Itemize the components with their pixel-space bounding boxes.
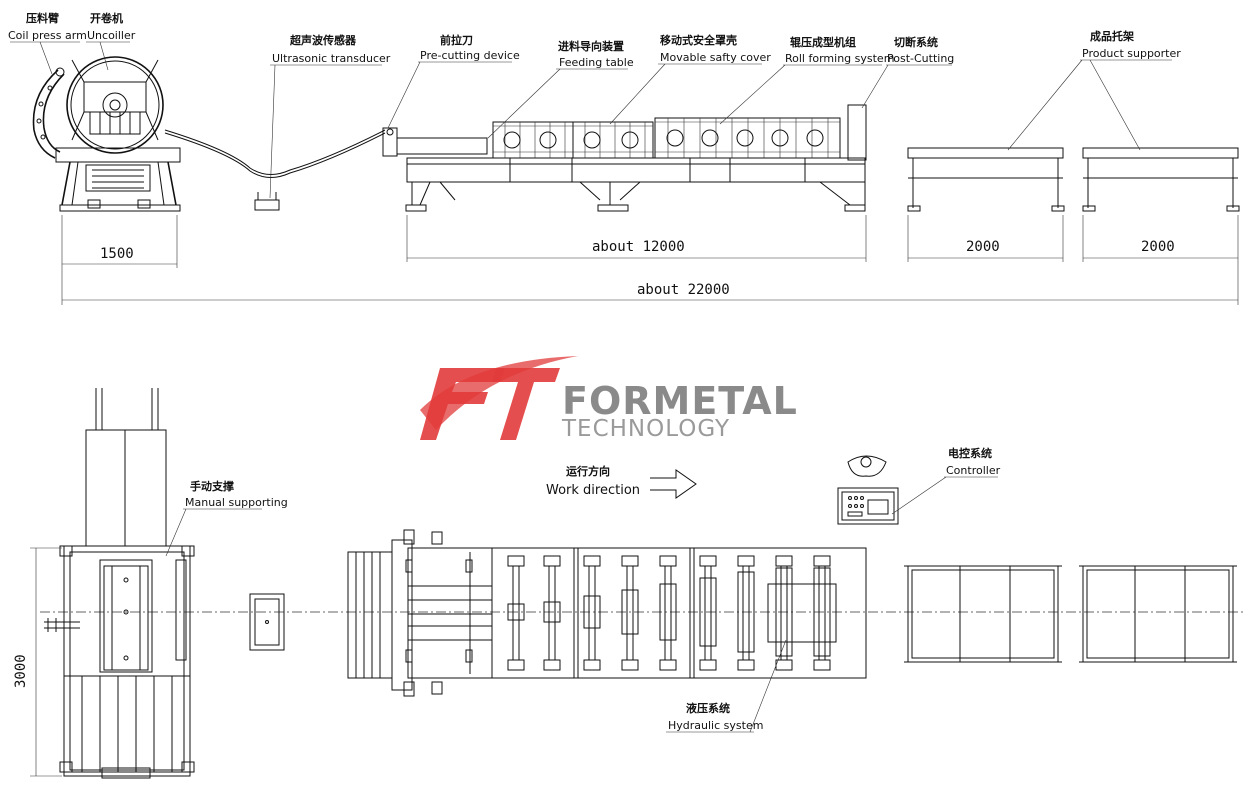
dimension-lines-top <box>61 215 1239 305</box>
product-supporter-side-2 <box>1082 147 1240 212</box>
roller-station <box>543 555 561 671</box>
label-controller-cn: 电控系统 <box>948 446 992 460</box>
label-controller-en: Controller <box>946 464 1001 477</box>
roller-station <box>775 555 793 671</box>
dim-width: 3000 <box>13 654 29 688</box>
feeding-table-plan <box>405 547 493 679</box>
label-pre-cutting-cn: 前拉刀 <box>440 33 473 47</box>
label-product-supporter-en: Product supporter <box>1082 47 1181 60</box>
label-safety-cover-en: Movable safty cover <box>660 51 771 64</box>
label-uncoiller-cn: 开卷机 <box>90 11 123 25</box>
operator-icon <box>847 455 887 477</box>
label-product-supporter-cn: 成品托架 <box>1090 29 1134 43</box>
label-hydraulic-cn: 液压系统 <box>686 701 730 715</box>
product-supporter-plan-2 <box>1079 565 1237 663</box>
label-manual-supporting-en: Manual supporting <box>185 496 288 509</box>
ultrasonic-plan <box>249 593 285 651</box>
uncoiler-side <box>55 56 181 212</box>
pre-cutting-device <box>382 127 488 157</box>
brand-name: FORMETAL <box>562 379 798 423</box>
dim-uncoiler: 1500 <box>100 246 134 262</box>
label-uncoiller-en: Uncoiller <box>87 29 136 42</box>
label-ultrasonic-cn: 超声波传感器 <box>289 33 357 47</box>
label-work-direction-en: Work direction <box>546 483 640 498</box>
dim-machine: about 12000 <box>592 239 685 255</box>
work-direction-arrow <box>650 469 697 499</box>
label-manual-supporting-cn: 手动支撑 <box>190 479 234 493</box>
roller-stations <box>507 555 831 671</box>
dimension-width <box>30 547 62 777</box>
roller-station <box>507 555 525 671</box>
label-coil-press-arm-cn: 压料臂 <box>26 11 59 25</box>
entry-guide-plan <box>347 529 443 697</box>
post-cutting-side <box>847 104 867 161</box>
brand-sub: TECHNOLOGY <box>561 416 730 442</box>
roller-station <box>583 555 601 671</box>
roller-station <box>659 555 677 671</box>
dim-supporter-2: 2000 <box>1141 239 1175 255</box>
roll-forming-plan <box>491 547 867 679</box>
label-coil-press-arm-en: Coil press arm <box>8 29 87 42</box>
label-post-cutting-en: Post-Cutting <box>887 52 954 65</box>
label-roll-forming-en: Roll forming system <box>785 52 894 65</box>
brand-logo: FORMETAL TECHNOLOGY <box>420 356 798 442</box>
roller-station <box>813 555 831 671</box>
product-supporter-plan-1 <box>904 565 1062 663</box>
roller-station <box>737 555 755 671</box>
coil-press-arm <box>32 67 65 159</box>
roller-stands-side <box>492 117 841 159</box>
ft-logo-mark <box>420 356 578 440</box>
controller-panel <box>837 487 899 525</box>
label-feeding-table-en: Feeding table <box>559 56 634 69</box>
label-safety-cover-cn: 移动式安全罩壳 <box>660 33 737 47</box>
label-pre-cutting-en: Pre-cutting device <box>420 49 520 62</box>
roller-station <box>621 555 639 671</box>
label-roll-forming-cn: 辊压成型机组 <box>790 35 856 49</box>
label-work-direction-cn: 运行方向 <box>566 464 610 478</box>
label-ultrasonic-en: Ultrasonic transducer <box>272 52 391 65</box>
side-elevation-view: 1500 about 12000 2000 2000 about 22000 压… <box>8 11 1240 305</box>
label-feeding-table-cn: 进料导向装置 <box>558 39 624 53</box>
hydraulic-box <box>767 583 837 643</box>
ultrasonic-transducer <box>254 192 280 211</box>
strip-loop <box>164 129 386 175</box>
uncoiler-plan <box>44 388 195 779</box>
label-hydraulic-en: Hydraulic system <box>668 719 763 732</box>
roller-station <box>699 555 717 671</box>
plan-view: 3000 <box>13 388 1245 779</box>
product-supporter-side-1 <box>907 147 1065 212</box>
label-post-cutting-cn: 切断系统 <box>894 35 938 49</box>
dim-total: about 22000 <box>637 282 730 298</box>
dim-supporter-1: 2000 <box>966 239 1000 255</box>
roll-forming-frame-side <box>405 104 867 212</box>
